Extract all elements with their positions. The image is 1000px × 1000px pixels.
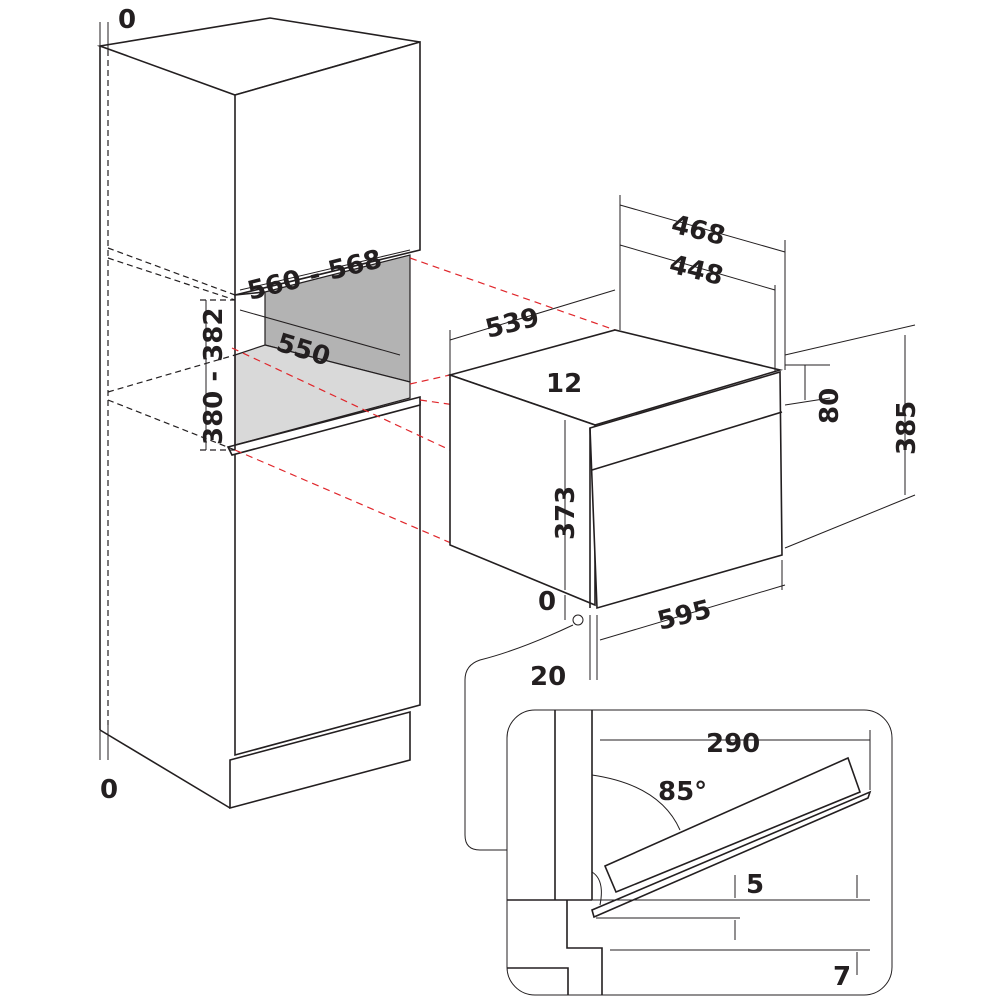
panel-height-label: 80 [815, 388, 845, 424]
niche-front-edge [226, 395, 421, 456]
detail-marker [572, 614, 584, 626]
niche-height-label: 380 - 382 [199, 308, 229, 445]
oven-depth-outer-label: 468 [668, 210, 728, 252]
gap-top-label: 0 [118, 5, 136, 35]
front-thickness-label: 20 [530, 662, 566, 692]
bottom-gap-label: 0 [538, 587, 556, 617]
door-detail-inset [506, 709, 893, 996]
door-length-label: 290 [706, 729, 760, 759]
door-open [603, 756, 862, 894]
body-height-label: 373 [551, 486, 581, 540]
oven-depth-inner-label: 448 [666, 250, 726, 292]
cabinet-plinth [229, 710, 411, 810]
detail-leader [464, 624, 574, 851]
cabinet-lower-side [234, 398, 421, 757]
door-glass [591, 790, 872, 919]
door-angle-label: 85° [658, 777, 707, 807]
oven-front [589, 370, 783, 610]
oven [447, 195, 916, 851]
cabinet-upper-side [234, 40, 421, 297]
gap-5-label: 5 [746, 870, 764, 900]
panel-offset-label: 12 [546, 369, 582, 399]
gap-bottom-label: 0 [100, 775, 118, 805]
cabinet [96, 17, 421, 810]
oven-control-panel-line [591, 411, 783, 471]
oven-side [449, 373, 596, 607]
front-width-label: 595 [654, 595, 714, 637]
gap-7-label: 7 [833, 962, 851, 992]
oven-width-body-label: 539 [482, 303, 542, 345]
total-height-label: 385 [892, 401, 922, 455]
